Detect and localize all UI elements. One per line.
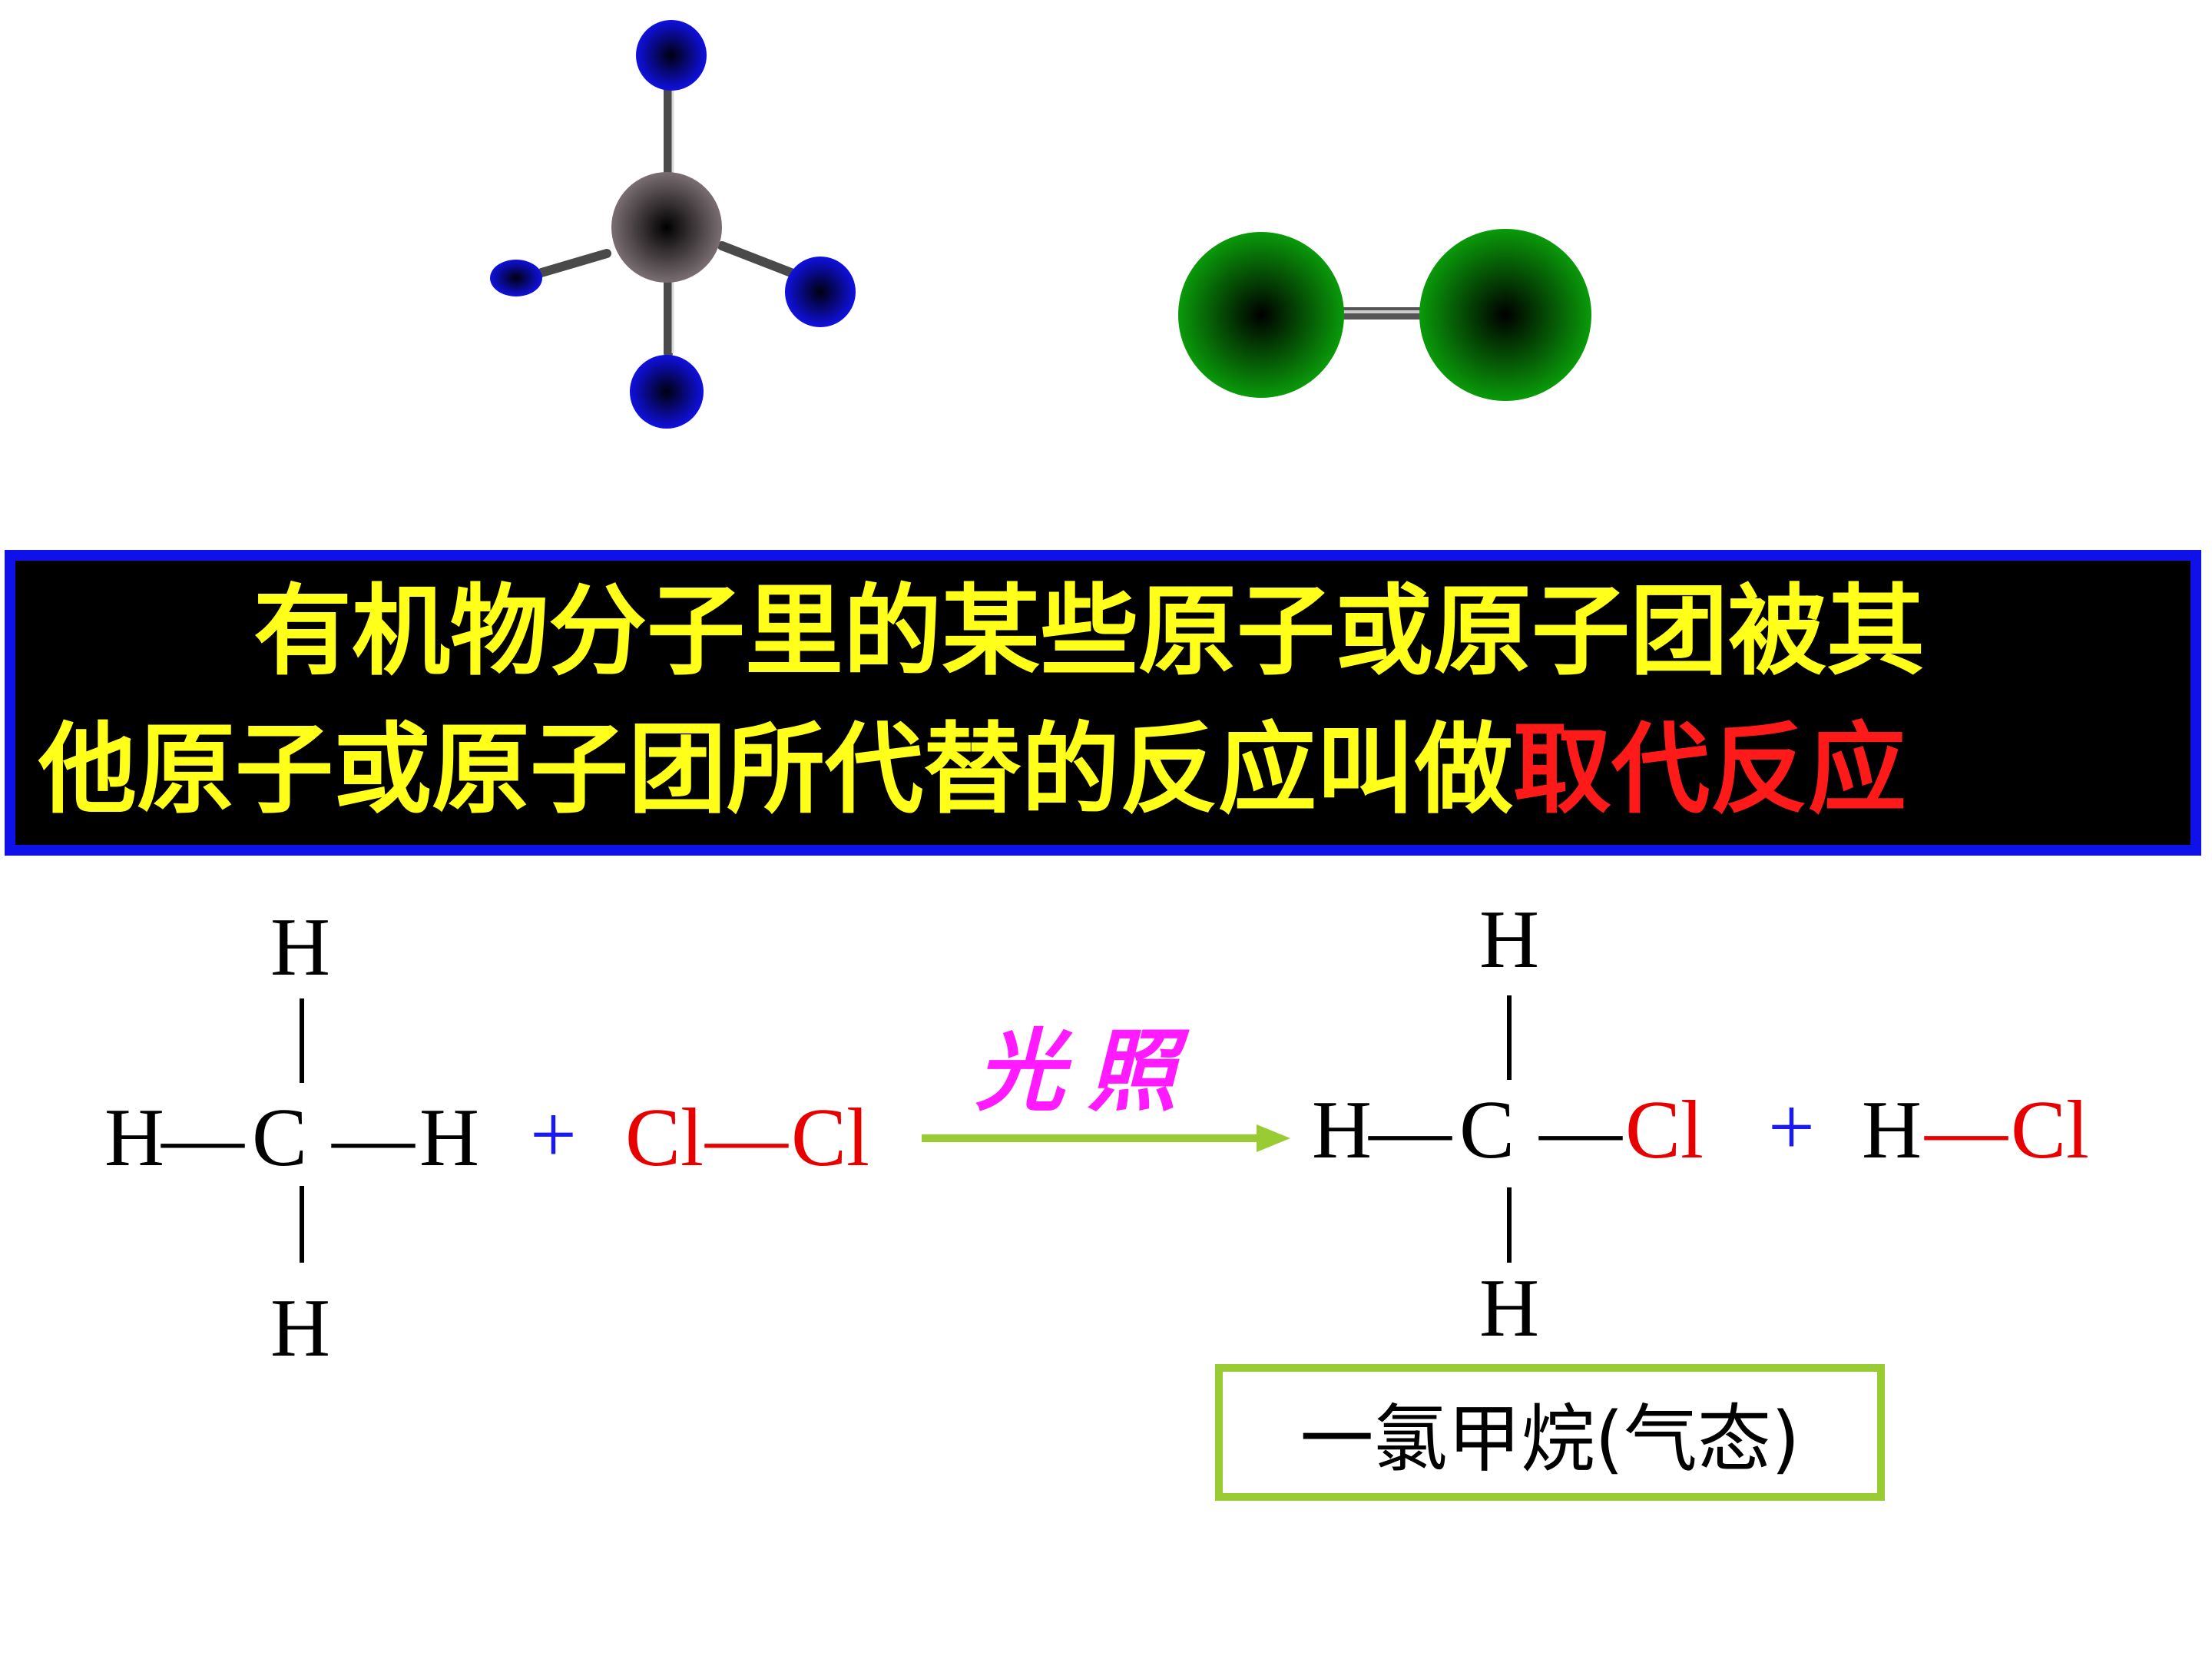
bond-dash: —	[161, 1092, 244, 1184]
plus-sign: +	[1768, 1081, 1815, 1173]
atom-h: H	[104, 1092, 164, 1184]
atom-cl: Cl	[791, 1092, 870, 1184]
hydrogen-atom	[490, 260, 542, 296]
atom-c: C	[1459, 1084, 1515, 1176]
atom-h: H	[270, 1283, 330, 1374]
methane-model-icon	[490, 20, 856, 429]
plus-sign: +	[530, 1089, 577, 1181]
atom-c: C	[252, 1092, 308, 1184]
chlorine-atom	[1419, 229, 1591, 401]
chlorine-model-icon	[1178, 229, 1591, 401]
molecule-models	[490, 20, 1591, 429]
reaction-arrow-icon	[922, 1124, 1290, 1152]
hydrogen-atom	[636, 20, 707, 91]
definition-line-2: 他原子或原子团所代替的反应叫做取代反应	[15, 713, 2190, 828]
bond-vertical	[300, 1186, 304, 1263]
bond-dash: —	[1925, 1084, 2008, 1176]
atom-cl: Cl	[1625, 1084, 1704, 1176]
carbon-atom	[611, 172, 722, 283]
bond-vertical	[1507, 1187, 1512, 1263]
atom-h: H	[1479, 1263, 1539, 1354]
bond-dash: —	[1539, 1084, 1622, 1176]
definition-text: 他原子或原子团所代替的反应叫做	[38, 713, 1514, 827]
atom-h: H	[419, 1092, 479, 1184]
chlorine-atom	[1178, 232, 1344, 398]
atom-cl: Cl	[2011, 1084, 2090, 1176]
hydrogen-atom	[785, 257, 856, 327]
atom-h: H	[1312, 1084, 1372, 1176]
reaction-condition: 光照	[975, 1019, 1200, 1124]
bond-vertical	[1507, 995, 1512, 1080]
bond-dash: —	[332, 1092, 415, 1184]
bond-dash: —	[1369, 1084, 1452, 1176]
bond-dash: —	[705, 1092, 788, 1184]
definition-box: 有机物分子里的某些原子或原子团被其 他原子或原子团所代替的反应叫做取代反应	[5, 550, 2201, 856]
atom-cl: Cl	[625, 1092, 704, 1184]
hydrogen-atom	[630, 355, 704, 429]
definition-highlight: 取代反应	[1513, 713, 1907, 827]
atom-h: H	[270, 902, 330, 993]
definition-line-1: 有机物分子里的某些原子或原子团被其	[253, 575, 1926, 689]
atom-h: H	[1479, 894, 1539, 985]
bond-vertical	[300, 998, 304, 1083]
product-name-label: 一氯甲烷(气态)	[1215, 1364, 1885, 1501]
atom-h: H	[1862, 1084, 1922, 1176]
